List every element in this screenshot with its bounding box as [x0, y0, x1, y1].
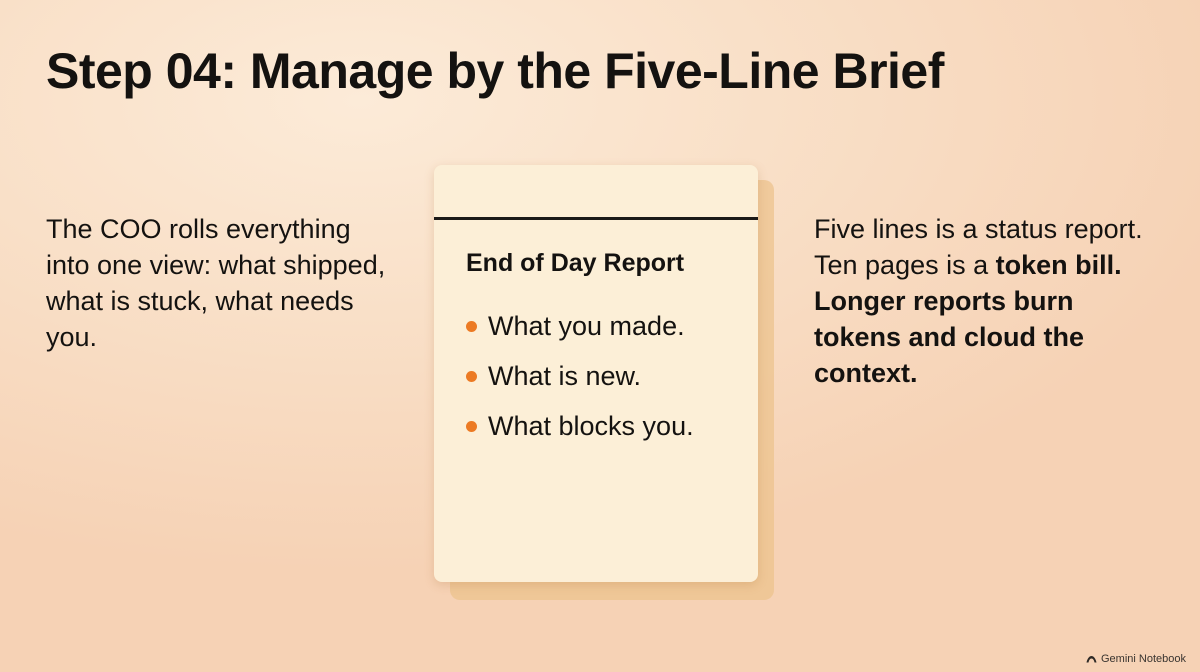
report-list: What you made. What is new. What blocks … — [466, 306, 694, 456]
bullet-dot-icon — [466, 321, 477, 332]
right-description-bold: token bill. Longer reports burn tokens a… — [814, 250, 1122, 388]
report-item: What you made. — [466, 306, 694, 356]
report-item-label: What you made. — [488, 311, 685, 341]
report-item-label: What is new. — [488, 361, 642, 391]
bullet-dot-icon — [466, 371, 477, 382]
watermark: Gemini Notebook — [1086, 653, 1186, 665]
end-of-day-report-card: End of Day Report What you made. What is… — [434, 165, 758, 582]
watermark-text: Gemini Notebook — [1101, 653, 1186, 665]
left-description: The COO rolls everything into one view: … — [46, 214, 386, 352]
slide-title: Step 04: Manage by the Five-Line Brief — [46, 43, 944, 99]
right-description: Five lines is a status report. Ten pages… — [814, 211, 1164, 391]
bullet-dot-icon — [466, 421, 477, 432]
report-item: What is new. — [466, 356, 694, 406]
card-heading: End of Day Report — [466, 249, 685, 277]
card-divider — [434, 217, 758, 220]
notebook-logo-icon — [1086, 656, 1097, 663]
report-item: What blocks you. — [466, 406, 694, 456]
right-description-plain: Five lines is a status report. Ten pages… — [814, 214, 1143, 280]
report-item-label: What blocks you. — [488, 411, 694, 441]
